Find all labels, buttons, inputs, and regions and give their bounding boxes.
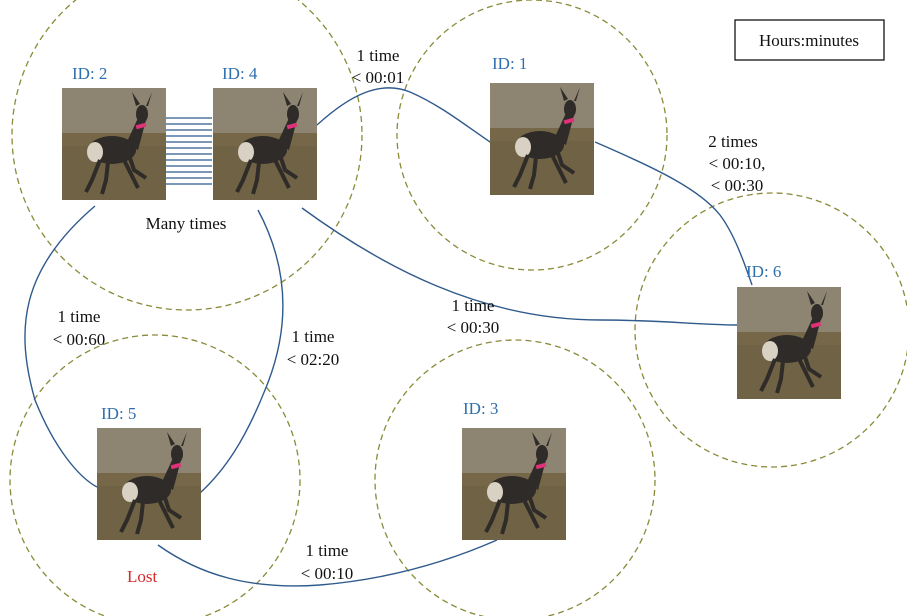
edge-label-id1-id6-duration-1: < 00:10,: [709, 154, 766, 173]
edge-label-id5-id3-count: 1 time: [306, 541, 349, 560]
deer-photo-id5: [95, 426, 203, 542]
node-label-id2: ID: 2: [72, 64, 107, 83]
node-label-id4: ID: 4: [222, 64, 258, 83]
legend-text: Hours:minutes: [759, 31, 859, 50]
edge-label-id4-id5-duration: < 02:20: [287, 350, 340, 369]
deer-photo-id6: [735, 285, 843, 401]
node-label-id6: ID: 6: [746, 262, 781, 281]
status-lost: Lost: [127, 567, 158, 586]
edge-id2-id5: [24, 205, 98, 488]
region-circle-id6: [634, 192, 907, 468]
edge-label-id1-id6-duration-2: < 00:30: [711, 176, 764, 195]
edge-label-id4-id6-duration: < 00:30: [447, 318, 500, 337]
deer-photo-id3: [460, 426, 568, 542]
edge-label-id2-id5-duration: < 00:60: [53, 330, 106, 349]
edge-id4-id1: [316, 87, 491, 143]
region-circle-id1: [396, 0, 668, 271]
region-circle-id3: [374, 339, 656, 616]
edge-id4-id6: [301, 207, 739, 326]
edge-label-many-times: Many times: [146, 214, 227, 233]
deer-photo-id1: [488, 81, 596, 197]
edge-label-id4-id5-count: 1 time: [292, 327, 335, 346]
edge-label-id1-id6-count: 2 times: [708, 132, 758, 151]
deer-photo-id4: [211, 86, 319, 202]
edge-label-id2-id5-count: 1 time: [58, 307, 101, 326]
edge-label-id4-id1-duration: < 00:01: [352, 68, 405, 87]
node-label-id1: ID: 1: [492, 54, 527, 73]
edge-label-id4-id6-count: 1 time: [452, 296, 495, 315]
region-circle-id2-id4: [11, 0, 363, 311]
legend-box: [734, 19, 885, 61]
edge-label-id5-id3-duration: < 00:10: [301, 564, 354, 583]
edge-label-id4-id1-count: 1 time: [357, 46, 400, 65]
many-times-connector: [166, 117, 212, 185]
node-label-id3: ID: 3: [463, 399, 498, 418]
edge-id1-id6: [594, 141, 753, 286]
deer-photo-id2: [60, 86, 168, 202]
node-label-id5: ID: 5: [101, 404, 136, 423]
legend: Hours:minutes: [734, 19, 885, 61]
edge-id4-id5: [199, 209, 284, 494]
region-circle-id5: [9, 334, 301, 616]
edge-id5-id3: [157, 539, 498, 587]
